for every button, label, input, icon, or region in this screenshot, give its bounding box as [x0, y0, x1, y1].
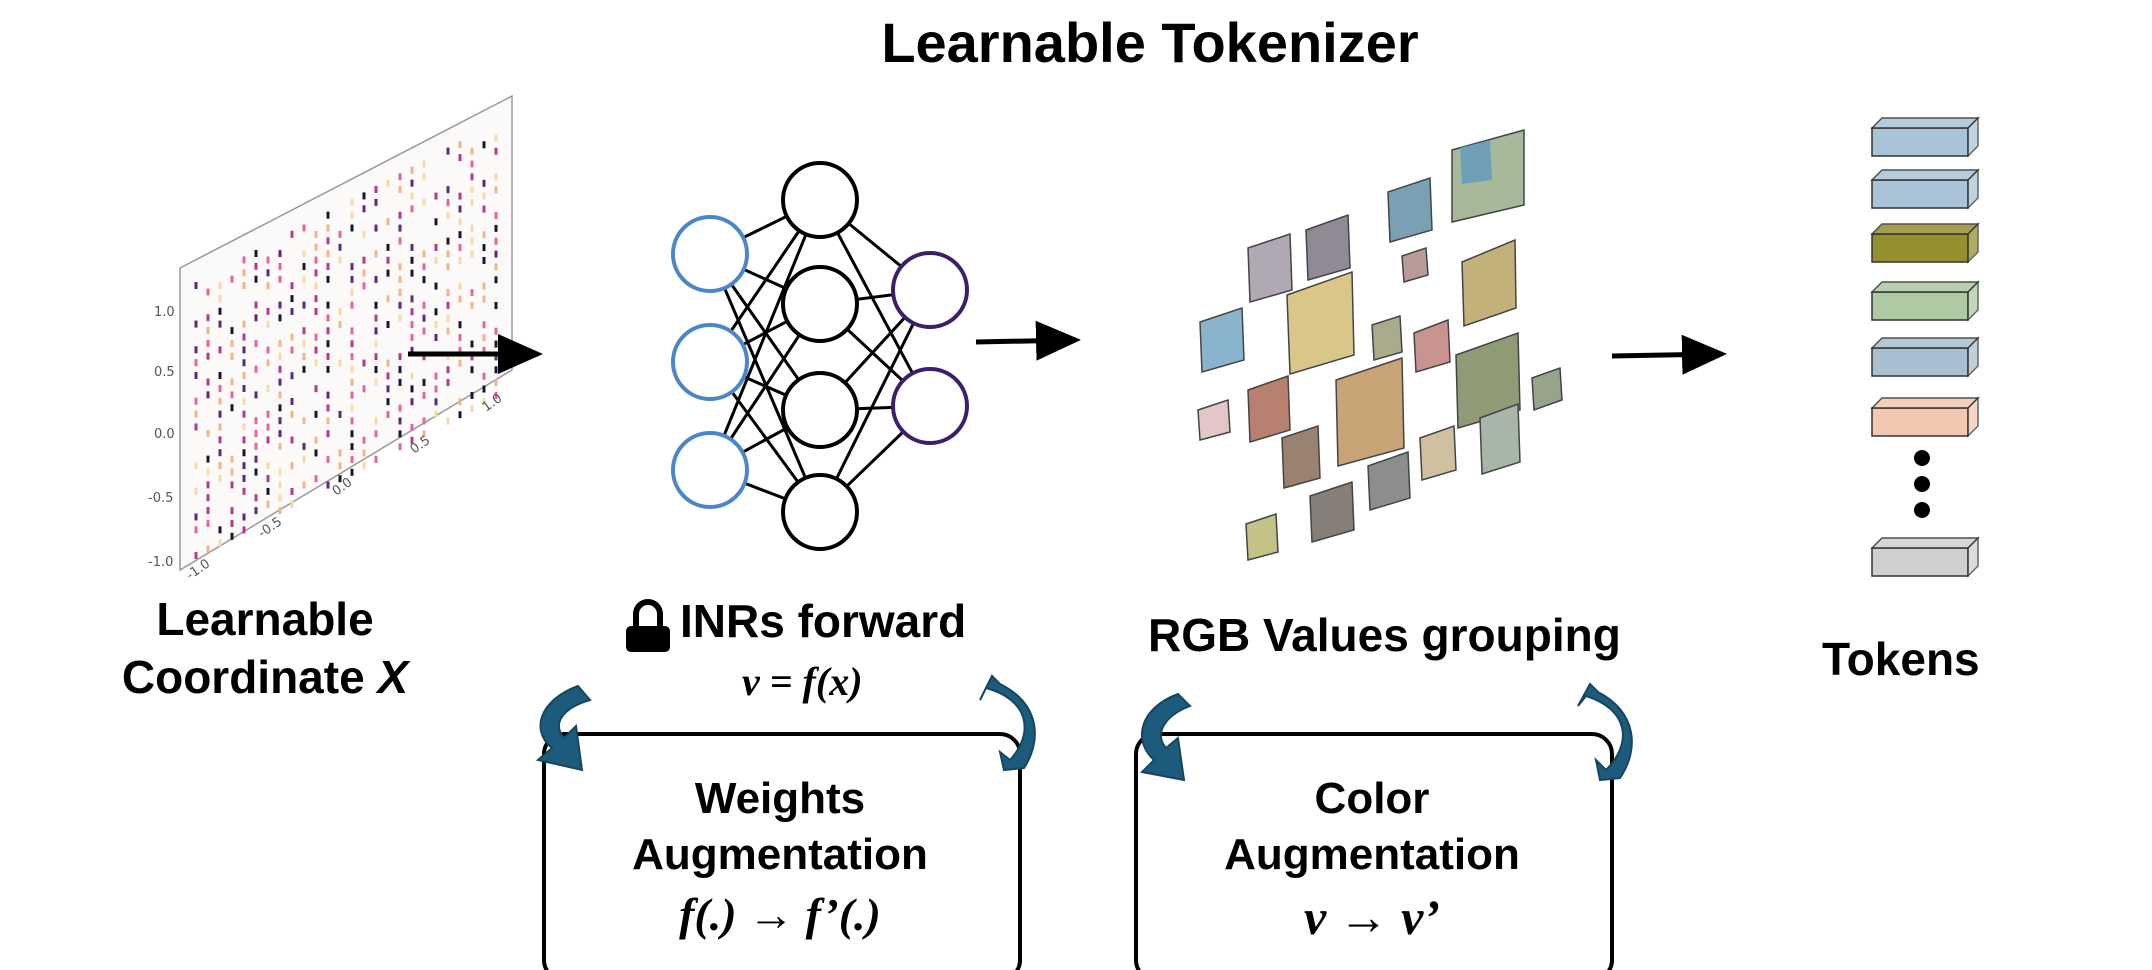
- input-neuron: [671, 323, 749, 401]
- output-neuron: [891, 251, 969, 329]
- color-augmentation-box: [1134, 732, 1614, 970]
- token-block: [1870, 336, 1980, 378]
- x-tick: 0.0: [330, 475, 356, 499]
- augment-arrow-icon: [535, 684, 592, 772]
- token-stack: [1870, 116, 1980, 578]
- coordinate-label-line2: Coordinate: [121, 651, 365, 703]
- weights-box-line1: Weights: [694, 774, 866, 823]
- y-tick: 1.0: [154, 305, 175, 320]
- diagram-title: Learnable Tokenizer: [881, 11, 1419, 74]
- hidden-neuron: [781, 473, 859, 551]
- augment-arrow-icon: [979, 674, 1036, 772]
- rgb-grouping-label: RGB Values grouping: [1148, 609, 1621, 661]
- lock-icon: [626, 599, 670, 652]
- y-tick: -0.5: [148, 491, 173, 506]
- token-block: [1870, 280, 1980, 322]
- rgb-patches: [1197, 129, 1563, 561]
- arrow-to-tokens: [1611, 334, 1727, 375]
- arrow-to-rgb: [975, 320, 1081, 361]
- inr-label: INRs forward: [680, 595, 967, 647]
- coordinate-variable: X: [377, 651, 409, 703]
- token-block: [1870, 536, 1980, 578]
- coordinate-plot: 1.0 0.5 0.0 -0.5 -1.0 -1.0 -0.5 0.0 0.5 …: [148, 94, 513, 583]
- x-tick: 0.5: [408, 433, 434, 457]
- hidden-neuron: [781, 161, 859, 239]
- token-block: [1870, 396, 1980, 438]
- y-axis-ticks: 1.0 0.5 0.0 -0.5 -1.0: [148, 305, 175, 570]
- output-neuron: [891, 367, 969, 445]
- tokens-label: Tokens: [1822, 633, 1980, 685]
- token-block: [1870, 116, 1980, 158]
- input-neuron: [671, 215, 749, 293]
- weights-box-line2: Augmentation: [632, 830, 928, 879]
- x-tick: 1.0: [480, 391, 506, 415]
- color-box-line2: Augmentation: [1224, 830, 1520, 879]
- color-box-formula: v → v’: [1303, 889, 1441, 945]
- hidden-neuron: [781, 265, 859, 343]
- augment-arrow-icon: [1577, 682, 1633, 782]
- input-neuron: [671, 431, 749, 509]
- hidden-neuron: [781, 371, 859, 449]
- y-tick: 0.0: [154, 427, 175, 442]
- token-block: [1870, 222, 1980, 264]
- inr-formula: v = f(x): [742, 659, 863, 704]
- weights-augmentation-box: [542, 732, 1022, 970]
- augment-arrow-icon: [1139, 692, 1192, 782]
- neural-network: [671, 161, 969, 551]
- weights-box-formula: f(.) → f’(.): [679, 889, 881, 940]
- y-tick: -1.0: [148, 555, 173, 570]
- token-ellipsis: [1914, 450, 1930, 518]
- color-box-line1: Color: [1314, 774, 1430, 823]
- token-block: [1870, 168, 1980, 210]
- coordinate-label-line1: Learnable: [156, 593, 374, 645]
- coordinate-label: Learnable Coordinate X: [100, 590, 430, 706]
- y-tick: 0.5: [154, 365, 175, 380]
